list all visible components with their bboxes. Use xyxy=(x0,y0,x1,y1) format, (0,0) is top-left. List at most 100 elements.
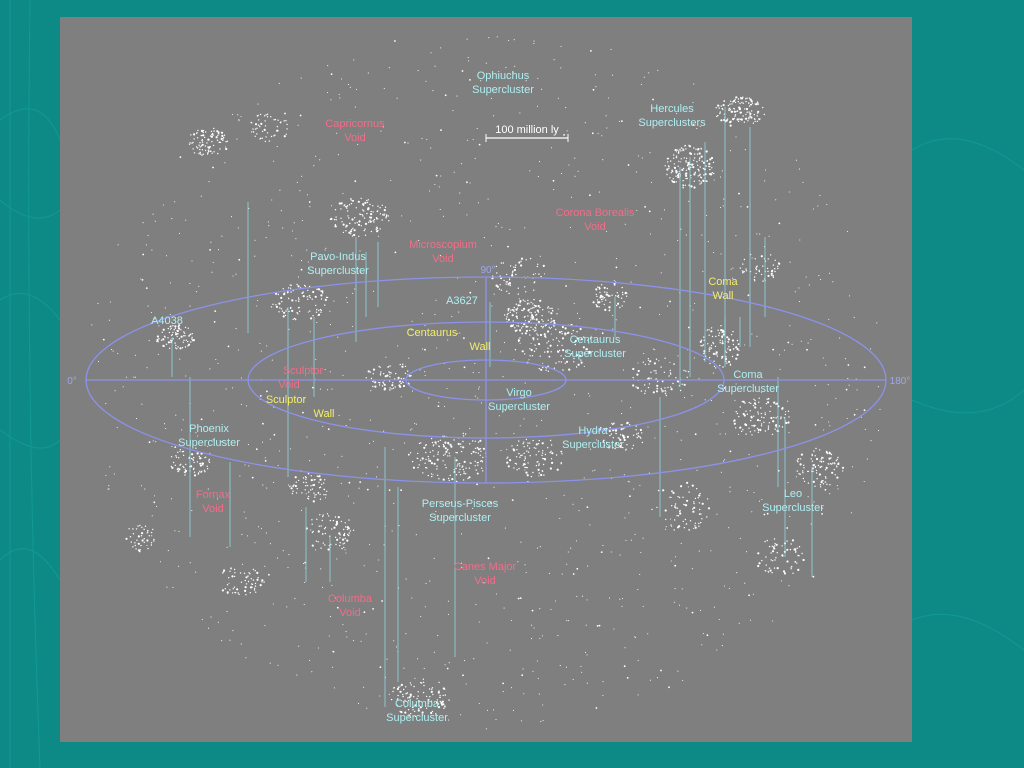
galaxy-point xyxy=(442,478,445,481)
galaxy-point xyxy=(719,111,721,113)
galaxy-point xyxy=(708,356,711,359)
galaxy-point xyxy=(251,583,253,585)
galaxy-point xyxy=(204,145,207,147)
galaxy-point xyxy=(642,605,644,608)
galaxy-point xyxy=(732,101,734,103)
galaxy-point xyxy=(147,547,149,550)
galaxy-point xyxy=(135,376,137,378)
galaxy-point xyxy=(532,315,535,319)
galaxy-point xyxy=(639,428,643,432)
galaxy-point xyxy=(788,585,790,587)
galaxy-point xyxy=(379,666,382,668)
galaxy-point xyxy=(771,572,773,574)
galaxy-point xyxy=(404,706,406,708)
galaxy-point xyxy=(536,660,538,662)
galaxy-point xyxy=(680,150,682,152)
galaxy-point xyxy=(799,458,802,460)
galaxy-point xyxy=(340,217,342,219)
galaxy-point xyxy=(322,515,324,518)
galaxy-point xyxy=(814,455,816,457)
galaxy-point xyxy=(132,546,134,548)
galaxy-point xyxy=(644,363,646,366)
galaxy-point xyxy=(721,645,723,647)
galaxy-point xyxy=(378,384,381,386)
galaxy-point xyxy=(117,352,119,355)
galaxy-point xyxy=(111,349,113,351)
galaxy-point xyxy=(763,421,765,423)
galaxy-point xyxy=(577,363,580,366)
galaxy-point xyxy=(774,545,776,547)
galaxy-point xyxy=(731,339,735,342)
galaxy-point xyxy=(683,369,685,372)
galaxy-point xyxy=(382,126,384,128)
galaxy-point xyxy=(570,196,573,198)
galaxy-point xyxy=(688,144,690,147)
galaxy-point xyxy=(746,489,748,492)
galaxy-point xyxy=(319,498,322,500)
galaxy-point xyxy=(691,611,694,614)
galaxy-point xyxy=(310,317,313,320)
galaxy-point xyxy=(711,172,713,174)
galaxy-point xyxy=(612,437,614,439)
ring-label-right: 180° xyxy=(890,376,911,387)
galaxy-point xyxy=(207,139,209,141)
galaxy-point xyxy=(532,328,534,330)
galaxy-point xyxy=(343,528,345,531)
galaxy-point xyxy=(788,432,790,434)
galaxy-point xyxy=(140,278,142,280)
galaxy-point xyxy=(613,628,615,630)
galaxy-point xyxy=(498,288,501,290)
galaxy-point xyxy=(775,557,777,559)
galaxy-point xyxy=(315,540,318,542)
galaxy-point xyxy=(533,447,535,449)
galaxy-point xyxy=(338,532,341,535)
galaxy-point xyxy=(448,452,450,454)
galaxy-point xyxy=(405,686,407,688)
galaxy-point xyxy=(264,125,267,127)
galaxy-point xyxy=(718,334,720,337)
galaxy-point xyxy=(658,360,660,362)
galaxy-point xyxy=(846,230,849,233)
galaxy-point xyxy=(433,455,435,457)
galaxy-point xyxy=(789,515,791,517)
galaxy-point xyxy=(460,562,463,564)
galaxy-point xyxy=(302,411,304,414)
galaxy-point xyxy=(348,481,351,484)
galaxy-point xyxy=(304,476,307,478)
galaxy-point xyxy=(417,458,419,460)
galaxy-point xyxy=(669,496,671,498)
galaxy-point xyxy=(680,485,683,488)
galaxy-point xyxy=(644,392,646,395)
galaxy-point xyxy=(208,461,211,463)
galaxy-point xyxy=(252,568,255,571)
galaxy-point xyxy=(292,490,294,492)
galaxy-point xyxy=(610,48,612,50)
galaxy-point xyxy=(300,509,302,511)
galaxy-point xyxy=(711,167,713,169)
galaxy-point xyxy=(132,528,134,530)
galaxy-point xyxy=(449,474,451,477)
galaxy-point xyxy=(727,338,731,341)
galaxy-point xyxy=(472,440,474,442)
galaxy-point xyxy=(502,376,504,378)
galaxy-point xyxy=(306,194,308,196)
galaxy-point xyxy=(736,118,739,121)
galaxy-point xyxy=(664,165,666,167)
galaxy-point xyxy=(456,465,458,467)
galaxy-point xyxy=(814,485,816,487)
galaxy-point xyxy=(340,520,343,523)
galaxy-point xyxy=(257,124,260,126)
galaxy-point xyxy=(316,321,318,324)
galaxy-point xyxy=(565,285,567,287)
galaxy-point xyxy=(528,308,530,311)
galaxy-point xyxy=(770,405,772,407)
galaxy-point xyxy=(490,501,492,504)
galaxy-point xyxy=(526,303,528,305)
galaxy-point xyxy=(174,446,177,448)
label-line: Columba xyxy=(328,593,373,605)
galaxy-point xyxy=(559,341,561,343)
galaxy-point xyxy=(505,283,507,285)
galaxy-point xyxy=(563,494,565,496)
